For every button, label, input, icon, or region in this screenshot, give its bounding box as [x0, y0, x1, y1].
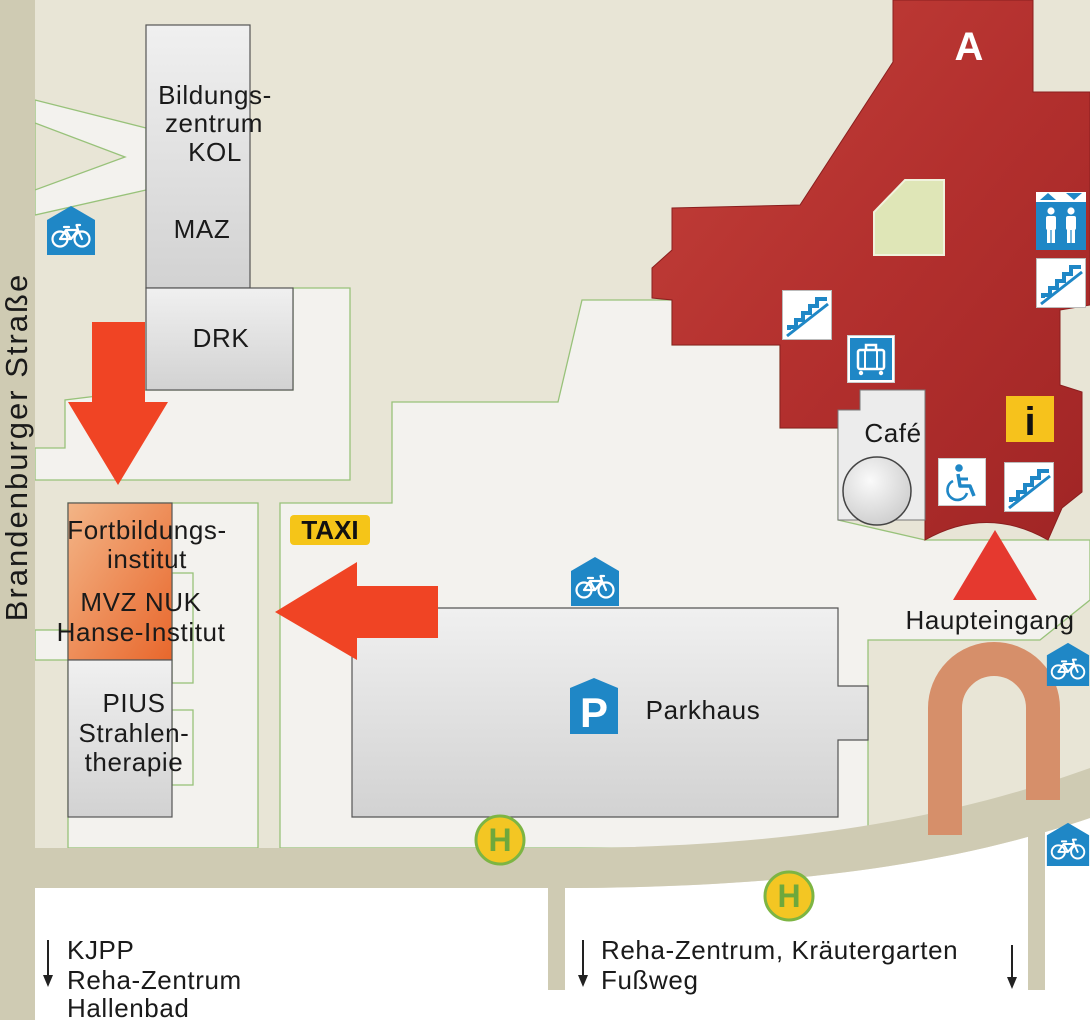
main-entrance-label: Haupteingang: [905, 605, 1074, 635]
drop-off-loop: [928, 642, 1060, 835]
fortbildungsinstitut-label-line-1: Fortbildungs-: [67, 515, 227, 545]
direction-hallenbad: Hallenbad: [67, 993, 190, 1020]
bus-stop-symbol: H: [488, 822, 511, 858]
direction-arrow-down: [68, 322, 168, 485]
footpath-strip: [1028, 828, 1045, 990]
taxi-label: TAXI: [301, 515, 358, 545]
building-drk: [145, 287, 294, 391]
luggage-icon: [847, 335, 895, 383]
direction-arrow-left: [275, 562, 438, 660]
direction-arrow-icon: [1007, 945, 1017, 989]
building-bildungszentrum: [145, 24, 251, 289]
building-fortbildungsinstitut: [67, 502, 173, 661]
bildungszentrum-label-line-1: Bildungs-: [158, 80, 272, 110]
direction-arrow-icon: [578, 940, 588, 987]
bus-stop-symbol: H: [777, 878, 800, 914]
stairs-icon: [1004, 462, 1054, 512]
cafe-round-structure: [842, 456, 912, 526]
info-icon: i: [1006, 396, 1054, 444]
direction-fussweg: Fußweg: [601, 965, 699, 995]
bus-stop-icon: H: [474, 814, 526, 866]
main-entrance-marker: [953, 530, 1037, 600]
direction-reha-zentrum: Reha-Zentrum: [67, 965, 242, 995]
building-pius: [67, 659, 173, 818]
info-symbol: i: [1024, 400, 1035, 444]
parkhaus-label: Parkhaus: [646, 695, 761, 725]
pius-label-line-2: Strahlen-: [79, 718, 190, 748]
bildungszentrum-label-line-3: KOL: [188, 137, 242, 167]
wheelchair-icon: [938, 458, 986, 506]
direction-kjpp: KJPP: [67, 935, 134, 965]
courtyard: [873, 179, 945, 256]
fortbildungsinstitut-label-line-2: institut: [107, 544, 187, 574]
building-a-label: A: [955, 25, 984, 69]
street-label: Brandenburger Straße: [0, 273, 34, 621]
main-road: [35, 768, 1090, 888]
taxi-sign: TAXI: [290, 515, 370, 545]
parking-symbol: P: [580, 689, 608, 736]
parking-icon: P: [570, 678, 618, 736]
hanse-institut-label: Hanse-Institut: [57, 617, 226, 647]
bus-stop-icon: H: [763, 870, 815, 922]
direction-arrow-icon: [43, 940, 53, 987]
stairs-icon: [1036, 258, 1086, 308]
restroom-icon: [1036, 192, 1086, 250]
direction-reha-kraeutergarten: Reha-Zentrum, Kräutergarten: [601, 935, 958, 965]
cafe-label: Café: [864, 418, 921, 448]
pius-label-line-1: PIUS: [102, 688, 165, 718]
mvz-nuk-label: MVZ NUK: [80, 587, 201, 617]
brandenburger-strasse-road: [0, 0, 35, 1020]
footpath-strip: [548, 885, 565, 990]
maz-label: MAZ: [174, 214, 231, 244]
building-a: [651, 0, 1090, 541]
pius-label-line-3: therapie: [85, 747, 184, 777]
drk-label: DRK: [193, 323, 250, 353]
stairs-icon: [782, 290, 832, 340]
bildungszentrum-label-line-2: zentrum: [165, 108, 263, 138]
